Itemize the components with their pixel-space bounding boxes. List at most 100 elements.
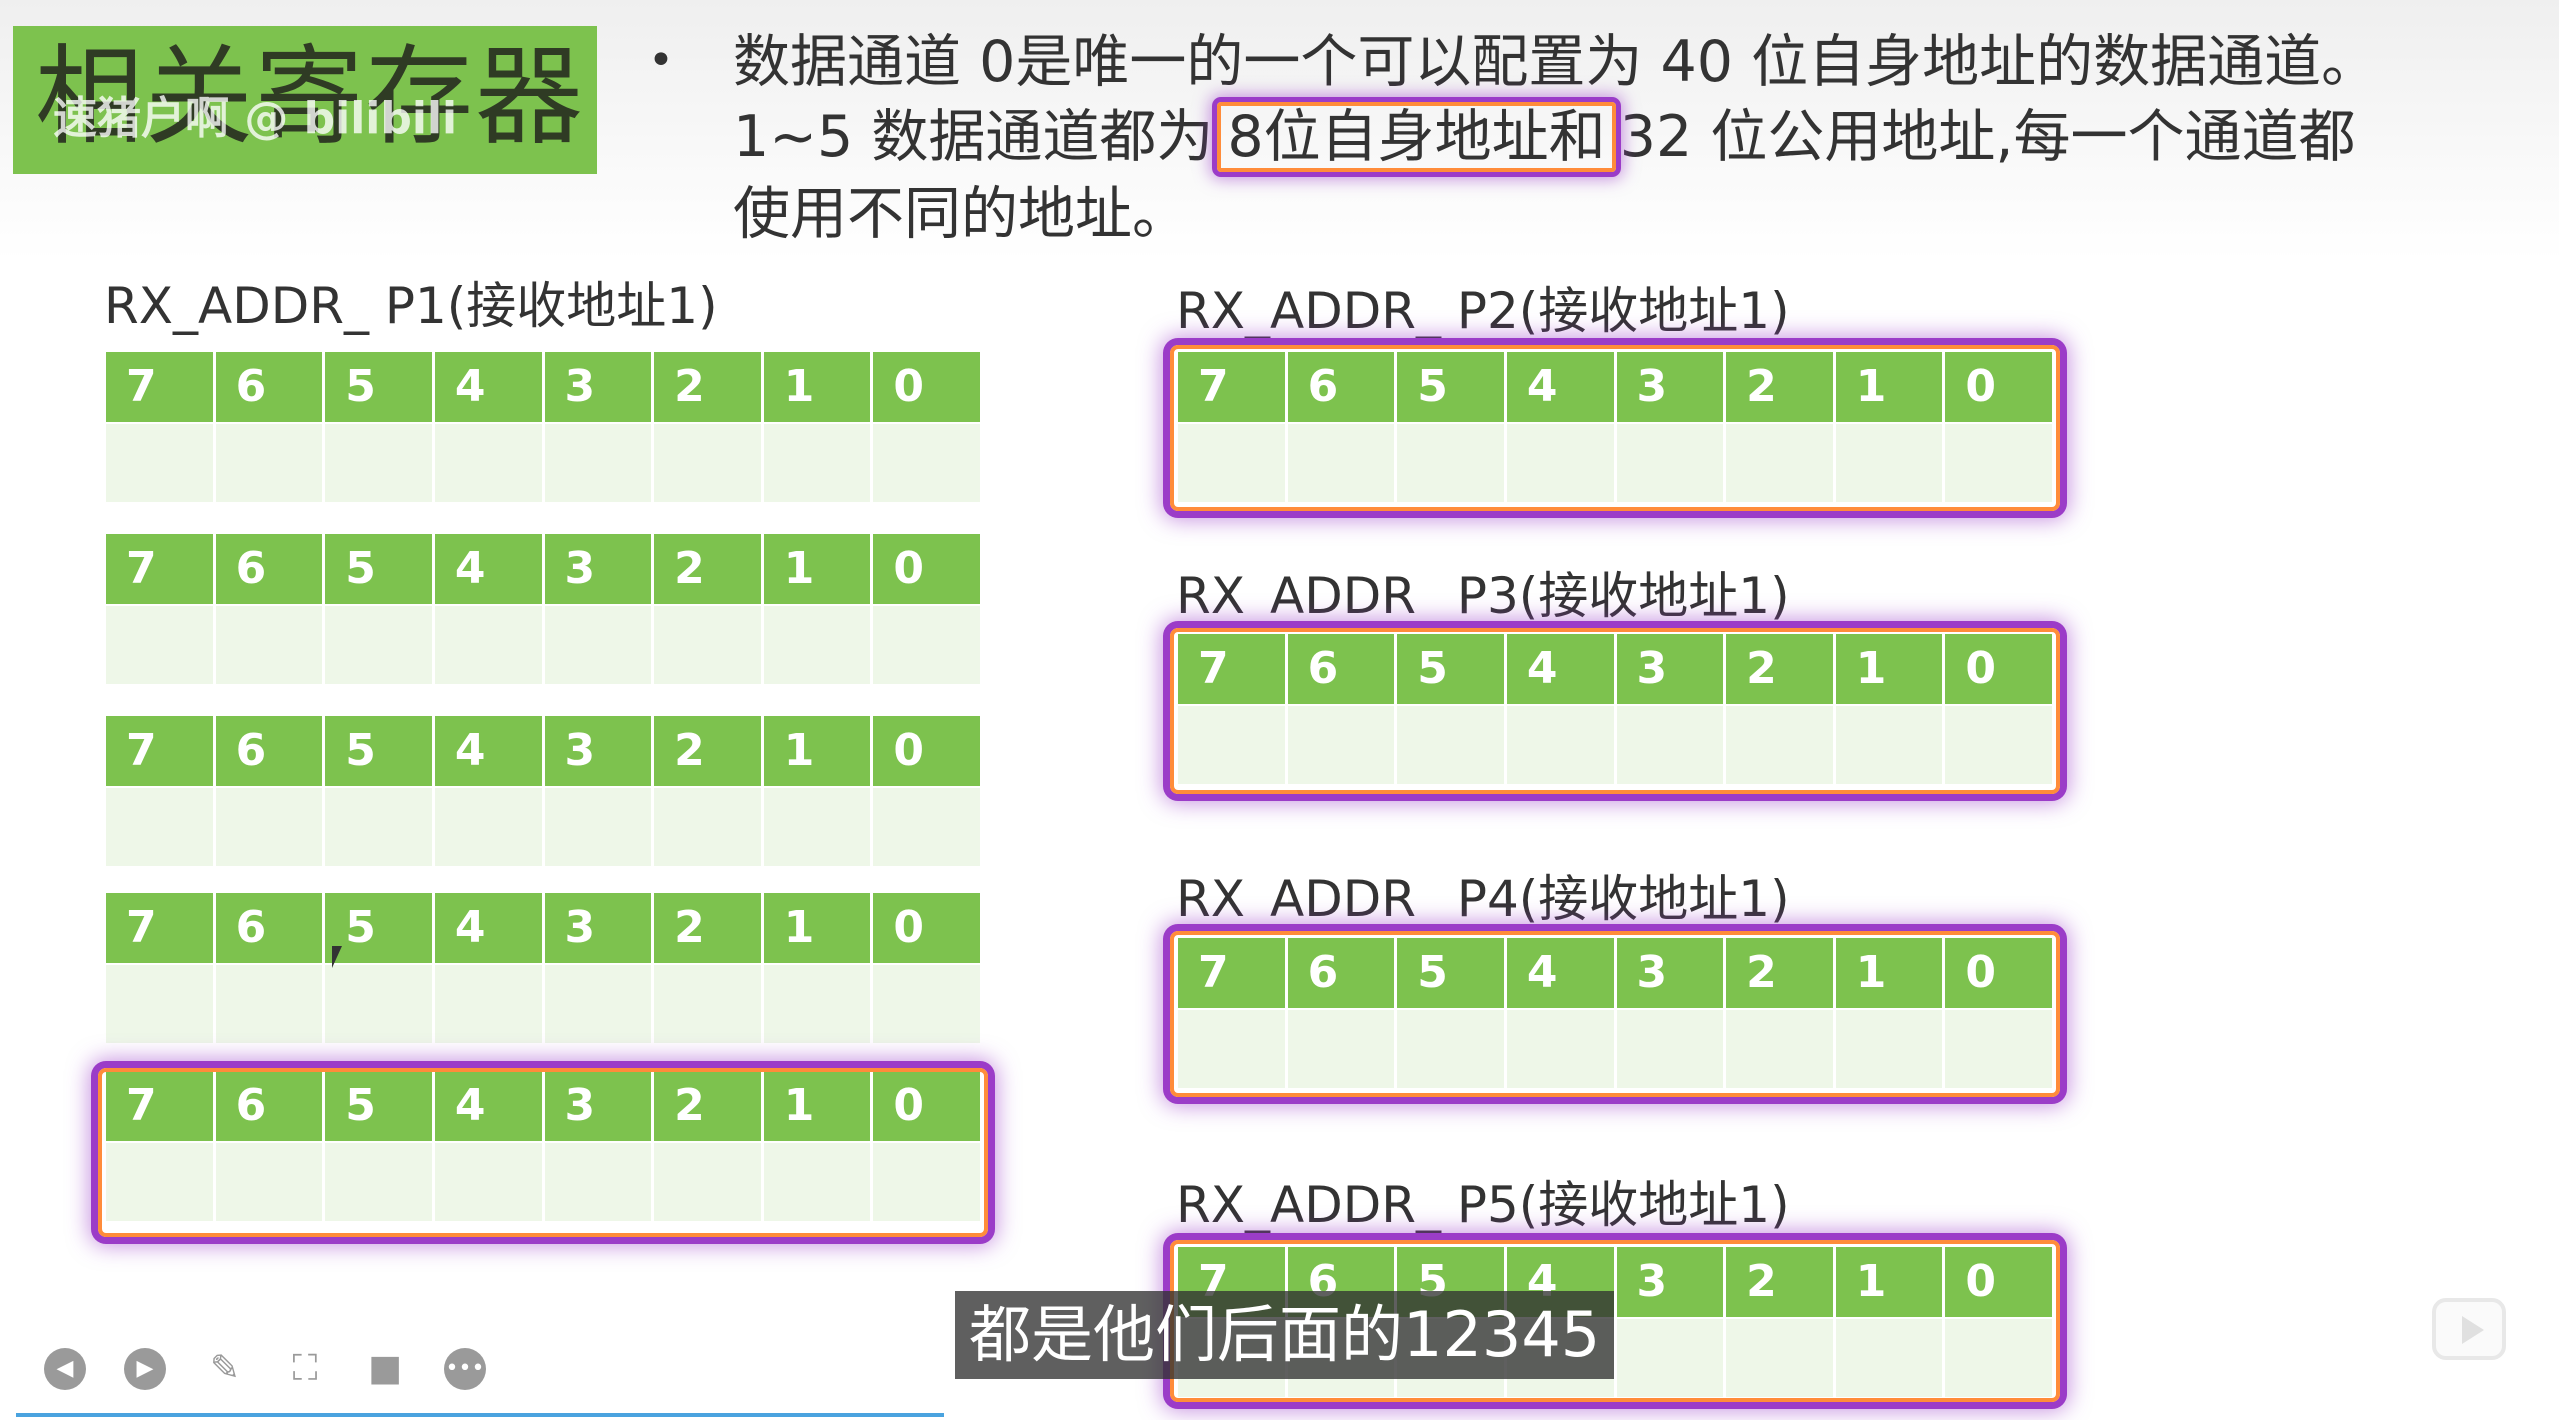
bit-header: 1: [1835, 352, 1946, 422]
bit-header: 1: [763, 534, 874, 604]
bit-header: 3: [544, 716, 655, 786]
bit-header: 3: [1616, 938, 1727, 1008]
bit-header: 6: [1287, 352, 1398, 422]
bit-header: 0: [1945, 634, 2052, 704]
bit-header: 1: [763, 716, 874, 786]
bit-header: 5: [325, 716, 435, 786]
bit-header: 3: [544, 893, 655, 963]
pen-icon[interactable]: ✎: [209, 1348, 241, 1389]
bit-header: 7: [106, 716, 216, 786]
bit-header: 1: [763, 352, 874, 422]
play-button[interactable]: [2432, 1298, 2506, 1360]
bit-header: 3: [544, 352, 655, 422]
register-label-p3: RX_ADDR_ P3(接收地址1): [1176, 567, 1790, 625]
bit-header: 0: [1945, 938, 2052, 1008]
bit-header: 5: [325, 893, 435, 963]
previous-icon[interactable]: ◀: [44, 1348, 86, 1390]
bit-header: 2: [654, 893, 764, 963]
bit-header: 4: [434, 534, 545, 604]
bit-header: 5: [1397, 634, 1507, 704]
bit-header: 6: [1287, 634, 1398, 704]
bit-header: 6: [215, 893, 326, 963]
bit-header: 7: [1178, 634, 1288, 704]
screenshot-icon[interactable]: ⛶: [292, 1348, 318, 1389]
bit-header: 1: [763, 1071, 874, 1141]
bit-header: 3: [1616, 634, 1727, 704]
bit-header: 7: [1178, 352, 1288, 422]
highlighted-text: 8位自身地址和: [1217, 102, 1616, 172]
bit-header: 5: [325, 534, 435, 604]
bit-header: 0: [873, 534, 980, 604]
bit-header: 1: [1835, 1247, 1946, 1317]
bit-header: 3: [1616, 352, 1727, 422]
register-label-p2: RX_ADDR_ P2(接收地址1): [1176, 282, 1790, 340]
bit-header: 3: [544, 534, 655, 604]
register-label-p1: RX_ADDR_ P1(接收地址1): [104, 277, 718, 335]
bit-header: 7: [106, 534, 216, 604]
bullet-line-2-start: 1~5 数据通道都为: [733, 104, 1214, 170]
bit-header: 0: [873, 352, 980, 422]
bit-header: 2: [654, 716, 764, 786]
bit-header: 1: [763, 893, 874, 963]
bit-header: 6: [215, 1071, 326, 1141]
bit-header: 7: [106, 352, 216, 422]
bit-header: 0: [873, 716, 980, 786]
camera-icon[interactable]: ■: [367, 1348, 402, 1389]
bit-header: 5: [1397, 352, 1507, 422]
bit-header: 0: [873, 893, 980, 963]
bit-header: 6: [215, 716, 326, 786]
bullet-icon: •: [648, 35, 674, 86]
bit-header: 7: [1178, 938, 1288, 1008]
bit-header: 2: [654, 352, 764, 422]
bit-header: 6: [215, 534, 326, 604]
bit-header: 2: [1726, 1247, 1836, 1317]
bit-header: 7: [106, 1071, 216, 1141]
bit-header: 4: [434, 1071, 545, 1141]
more-icon[interactable]: •••: [444, 1348, 486, 1390]
bit-header: 3: [1616, 1247, 1727, 1317]
bit-header: 5: [1397, 938, 1507, 1008]
bit-header: 0: [873, 1071, 980, 1141]
bilibili-watermark: 速猪户啊 @ bilibili: [53, 93, 458, 144]
bit-header: 3: [544, 1071, 655, 1141]
bit-header: 5: [325, 352, 435, 422]
bit-header: 5: [325, 1071, 435, 1141]
slide-title: 相关寄存器: [35, 35, 586, 160]
bullet-line-1: 数据通道 0是唯一的一个可以配置为 40 位自身地址的数据通道。: [733, 29, 2379, 95]
video-subtitle: 都是他们后面的12345: [955, 1291, 1615, 1379]
bit-header: 4: [434, 716, 545, 786]
bit-header: 4: [1506, 938, 1617, 1008]
bit-header: 2: [1726, 352, 1836, 422]
register-label-p5: RX_ADDR_ P5(接收地址1): [1176, 1176, 1790, 1234]
bit-header: 0: [1945, 352, 2052, 422]
bullet-line-3: 使用不同的地址。: [733, 181, 1189, 247]
bit-header: 2: [1726, 634, 1836, 704]
register-label-p4: RX_ADDR_ P4(接收地址1): [1176, 870, 1790, 928]
bit-header: 4: [1506, 634, 1617, 704]
presentation-toolbar: ◀ ▶ ✎ ⛶ ■ •••: [44, 1344, 486, 1394]
bit-header: 4: [434, 352, 545, 422]
bit-header: 1: [1835, 634, 1946, 704]
bit-header: 4: [434, 893, 545, 963]
progress-bar[interactable]: [16, 1413, 944, 1417]
bit-header: 2: [1726, 938, 1836, 1008]
bit-header: 7: [106, 893, 216, 963]
bit-header: 2: [654, 1071, 764, 1141]
bit-header: 0: [1945, 1247, 2052, 1317]
play-icon: [2462, 1316, 2484, 1344]
bit-header: 2: [654, 534, 764, 604]
bullet-line-2-end: 32 位公用地址,每一个通道都: [1619, 104, 2356, 170]
slide-title-box: 相关寄存器 速猪户啊 @ bilibili: [13, 26, 597, 174]
bit-header: 6: [1287, 938, 1398, 1008]
play-icon[interactable]: ▶: [124, 1348, 166, 1390]
bit-header: 4: [1506, 352, 1617, 422]
